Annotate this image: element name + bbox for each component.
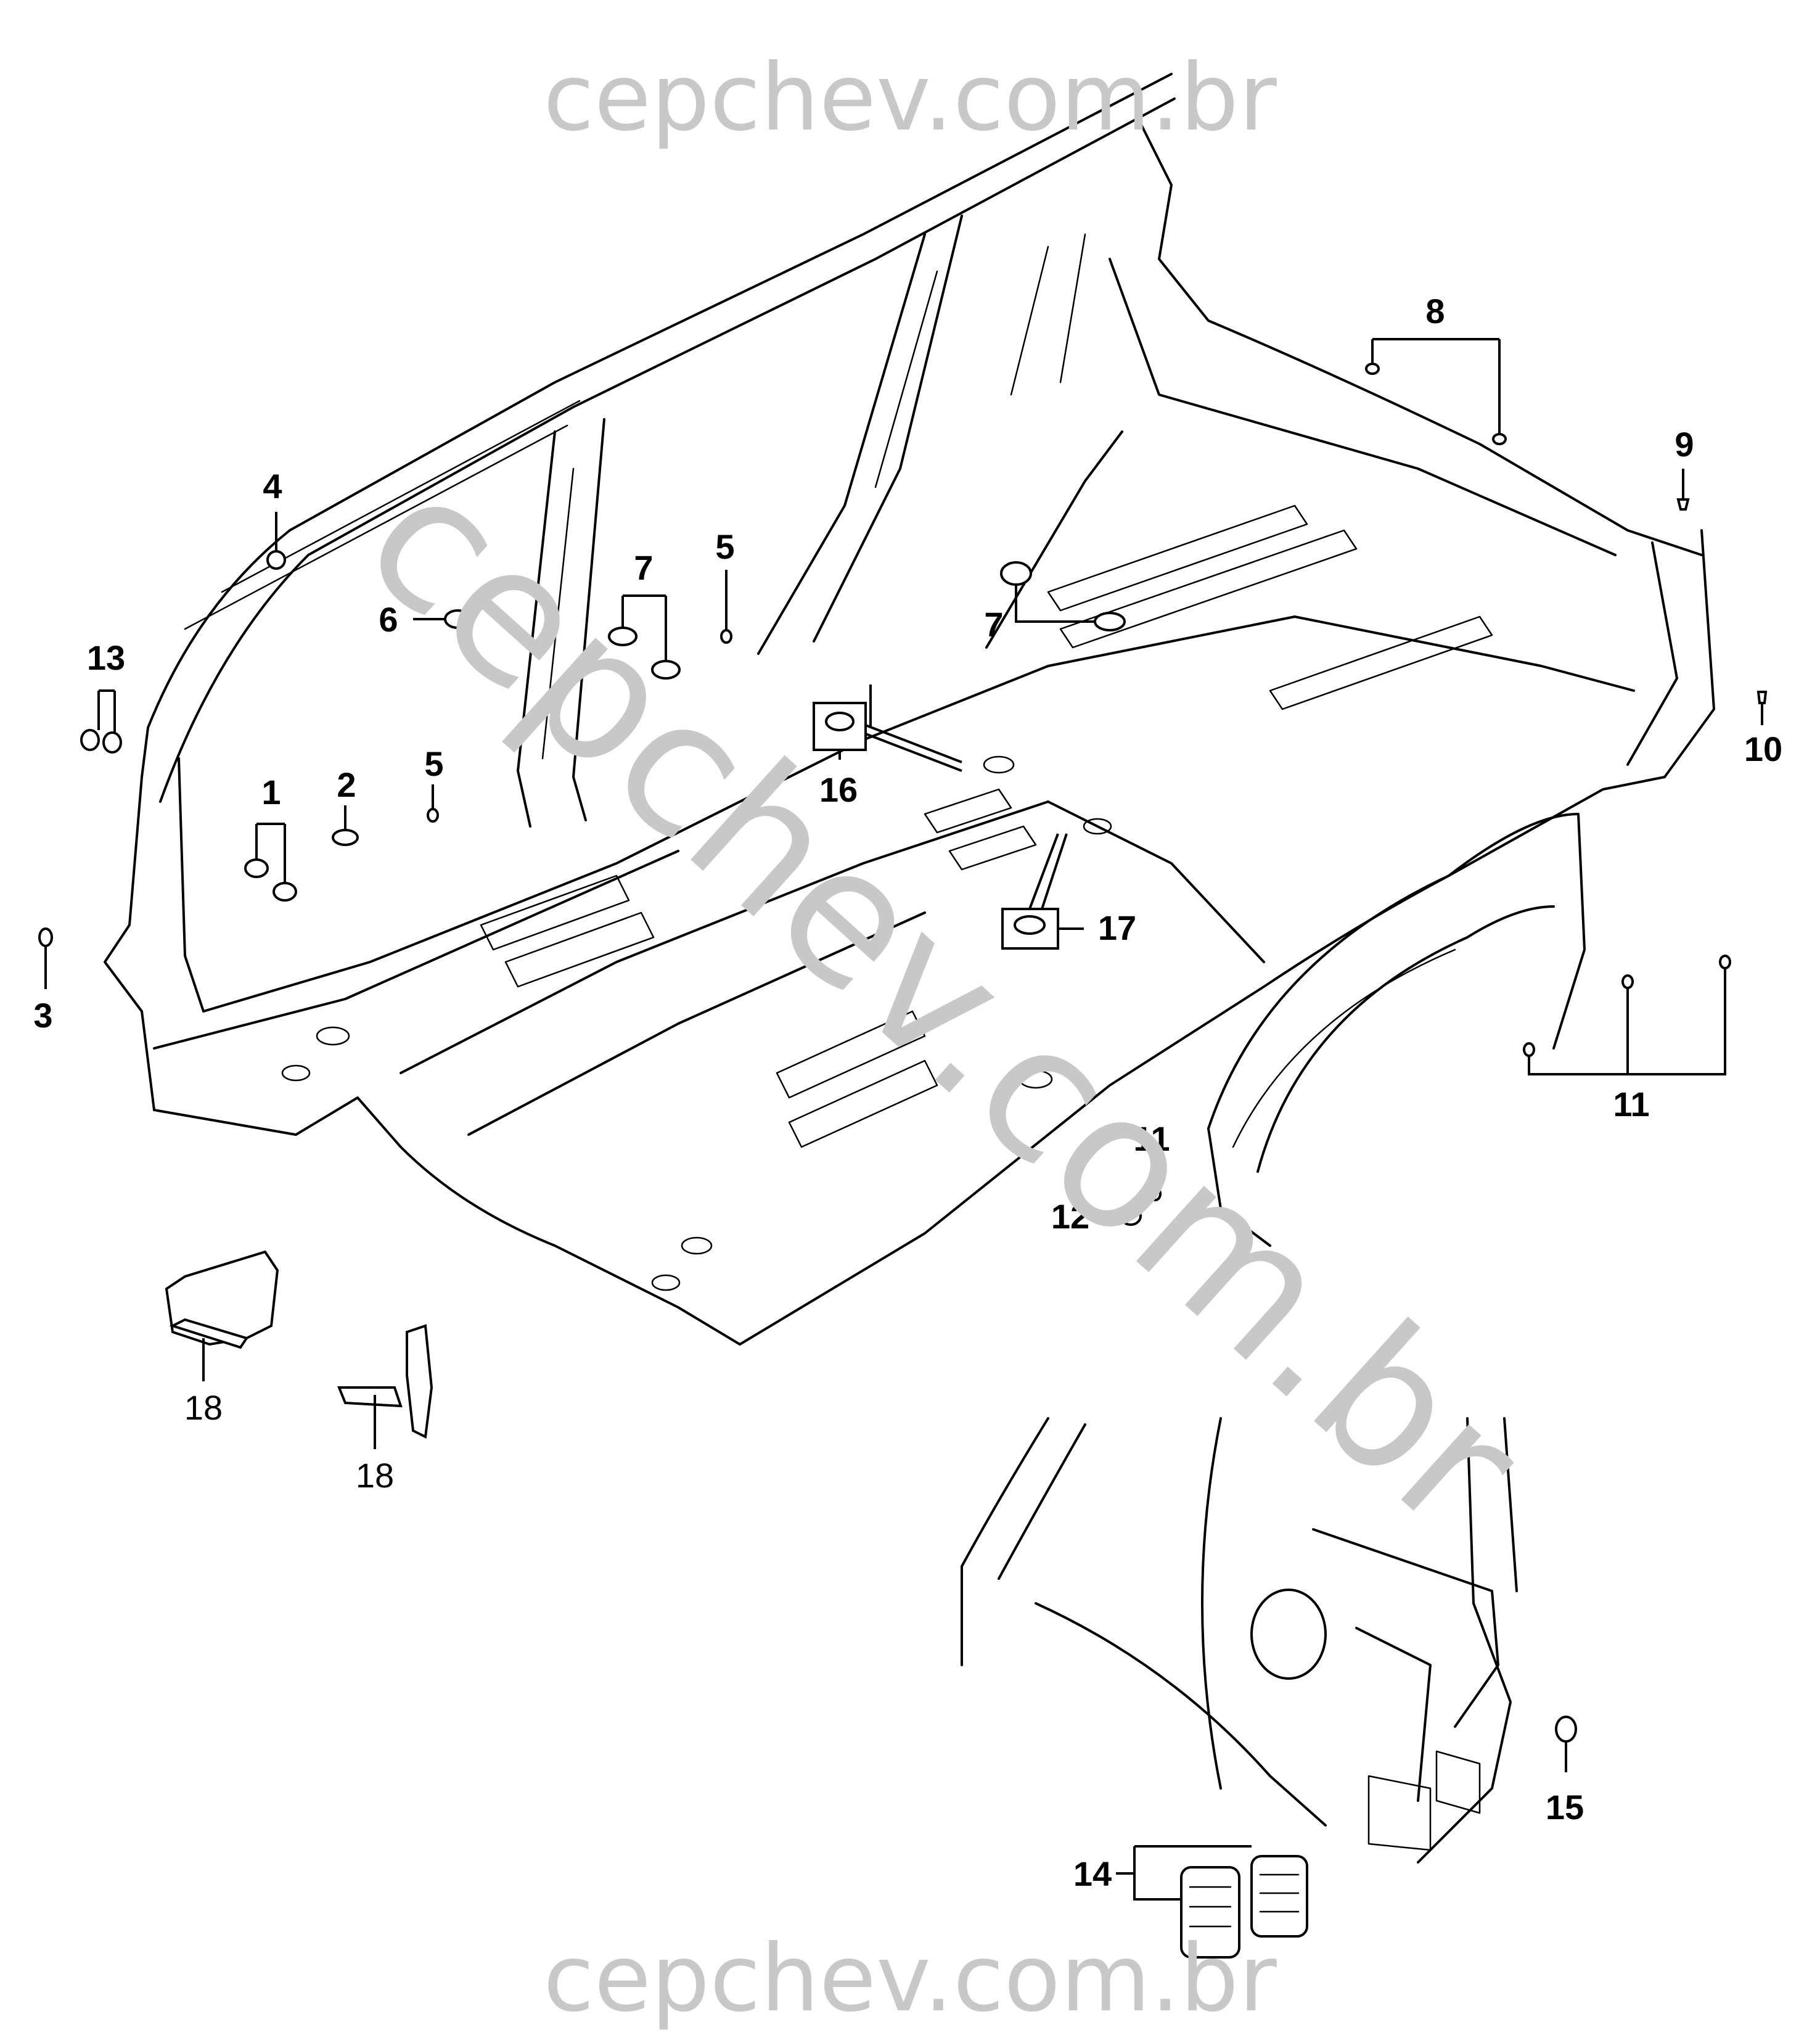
rear-wheelhouse-panel [1207, 813, 1586, 1247]
leader-lines [44, 338, 1763, 1901]
callout-7-right: 7 [984, 605, 1003, 644]
bracket-18a [165, 1250, 279, 1349]
bracket-18b [337, 1324, 433, 1439]
clip-11b [1621, 974, 1634, 989]
clip-5b [427, 808, 439, 823]
clip-5a [720, 629, 732, 644]
clip-9 [1676, 498, 1690, 511]
callout-12: 12 [1051, 1197, 1089, 1236]
grommet-4 [266, 550, 286, 570]
vent-14a [1250, 1855, 1308, 1938]
plug-1b [273, 882, 297, 902]
clip-8b [1492, 433, 1507, 445]
plug-7d [1094, 612, 1126, 631]
callout-7-left: 7 [634, 548, 653, 587]
underbody-floor-assembly [104, 73, 1715, 1346]
callout-13: 13 [87, 638, 125, 677]
callout-8: 8 [1425, 292, 1445, 331]
clip-11c [1719, 955, 1731, 969]
callout-14: 14 [1073, 1854, 1112, 1893]
callout-9: 9 [1674, 425, 1694, 464]
vent-14b [1180, 1866, 1240, 1959]
watermark-top: cepchev.com.br [543, 44, 1277, 152]
callout-labels: 1 2 3 4 5 5 6 7 7 8 9 10 11 11 12 13 14 … [33, 292, 1782, 1893]
callout-16: 16 [819, 770, 858, 809]
clip-3 [38, 927, 53, 947]
part-16 [825, 712, 855, 731]
clip-10 [1756, 691, 1768, 704]
rear-quarter-inset [961, 1417, 1518, 1864]
clip-11a [1523, 1042, 1535, 1057]
clip-8a [1365, 363, 1380, 375]
callout-11-small: 11 [1133, 1119, 1170, 1158]
callout-15: 15 [1546, 1788, 1584, 1827]
callout-4: 4 [263, 467, 282, 506]
callout-11-right: 11 [1613, 1085, 1649, 1124]
plug-7c [1000, 561, 1032, 586]
watermarks: cepchev.com.br cepchev.com.br cepchev.co… [326, 44, 1561, 2033]
plug-13a [80, 729, 100, 751]
callout-5-lower: 5 [424, 744, 443, 783]
callout-6: 6 [379, 600, 398, 639]
plug-1a [244, 858, 269, 878]
callout-10: 10 [1744, 730, 1782, 768]
fastener-parts [38, 363, 1768, 1959]
callout-1: 1 [261, 773, 281, 812]
callout-2: 2 [337, 765, 356, 804]
callout-18-upper: 18 [184, 1388, 223, 1427]
plug-2 [332, 829, 359, 846]
callout-3: 3 [33, 996, 52, 1035]
plug-15 [1555, 1716, 1577, 1743]
callout-18-lower: 18 [356, 1456, 394, 1495]
part-17 [1014, 915, 1046, 935]
plug-13b [102, 731, 122, 754]
callout-5-upper: 5 [715, 527, 734, 566]
watermark-diagonal: cepchev.com.br [326, 430, 1561, 1572]
watermark-bottom: cepchev.com.br [543, 1925, 1277, 2033]
callout-17: 17 [1098, 908, 1136, 947]
